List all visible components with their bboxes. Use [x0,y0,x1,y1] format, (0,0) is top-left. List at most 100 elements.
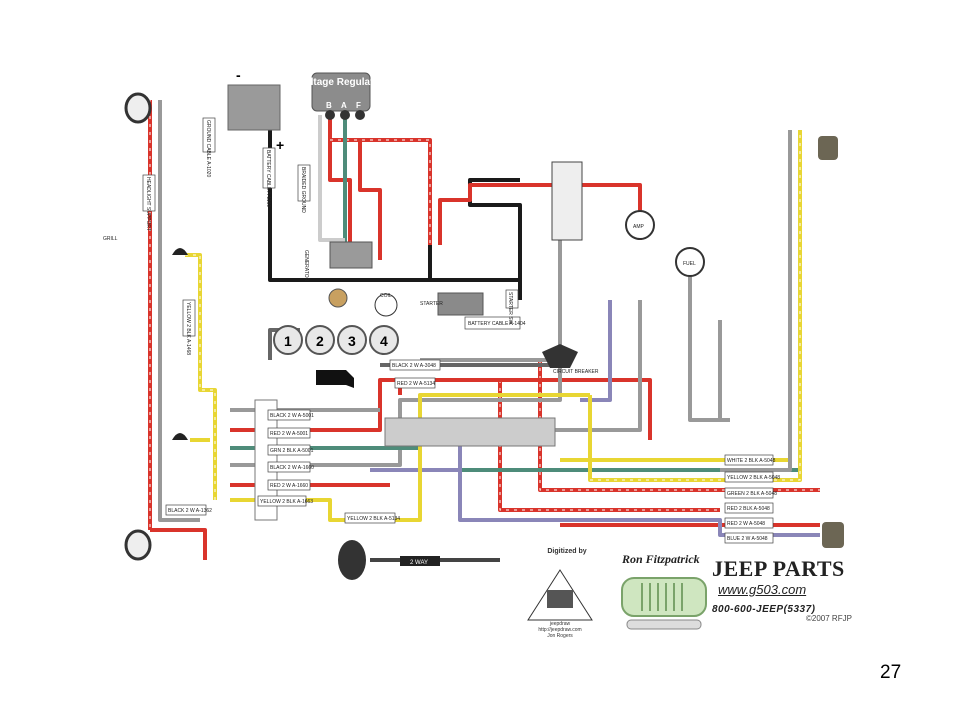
left-headlight-icon [124,92,152,124]
terminal-f: F [356,101,361,110]
battery-minus-label: - [236,67,241,83]
wire-label: GRN 2 BLK A-5001 [267,444,314,456]
wire-label: COIL [380,293,392,299]
distributor-icon [328,288,348,308]
amp-gauge-icon [625,210,655,240]
light-switch [384,417,556,447]
svg-text:BLACK 2 W A-1362: BLACK 2 W A-1362 [168,508,212,514]
svg-text:BRAIDED GROUND: BRAIDED GROUND [300,167,306,213]
svg-text:AMP: AMP [633,224,645,230]
svg-text:STARTER SW: STARTER SW [507,292,513,325]
svg-text:BLACK 2 W A-1660: BLACK 2 W A-1660 [270,465,314,471]
svg-text:GROUND CABLE A-1020: GROUND CABLE A-1020 [205,120,211,177]
wire-label: RED 2 W A-5001 [267,427,311,439]
svg-text:STARTER: STARTER [420,301,443,307]
svg-text:COIL: COIL [380,293,392,299]
battery: - + [227,67,284,153]
lamps: 2 WAY AMP FUEL [124,92,844,580]
cylinder-3: 3 [348,333,356,349]
jeep-grille-logo [621,577,707,630]
wire-label: GROUND CABLE A-1020 [202,117,216,177]
cylinder-2: 2 [316,333,324,349]
svg-text:GRILL: GRILL [103,236,118,242]
wire-label-boxes: BATTERY CABLE A-1404 BLACK 2 W A-3048 RE… [103,117,780,544]
horn-button-icon [316,370,354,388]
wire-label: YELLOW 2 BLK A-5134 [344,512,400,524]
jeepdraw-credit: jeepdraw http://jeepdraw.com Jon Rogers [530,621,590,639]
svg-text:FUEL: FUEL [683,261,696,267]
wire-label: BATTERY CABLE A-1160 [262,147,276,207]
wire-label: RED 2 BLK A-5048 [724,502,774,514]
svg-text:RED 2 W A-5001: RED 2 W A-5001 [270,431,308,437]
wire-label: YELLOW 2 BLK A-1468 [182,299,196,355]
wire-label: WHITE 2 BLK A-5048 [724,454,776,466]
svg-text:RED 2 W A-1660: RED 2 W A-1660 [270,483,308,489]
two-way-label: 2 WAY [410,560,428,566]
wire-gray-right [688,130,792,472]
wire-label: RED 2 W A-5048 [724,517,774,529]
svg-text:GENERATOR: GENERATOR [303,250,309,282]
svg-text:RED 2 BLK A-5048: RED 2 BLK A-5048 [727,506,770,512]
wire-red-left-headlight [148,100,207,560]
copyright-label: ©2007 RFJP [806,614,852,623]
logo-brand: JEEP PARTS [712,556,845,581]
svg-text:BLUE 2 W A-5048: BLUE 2 W A-5048 [727,536,768,542]
horn-icon [338,540,366,580]
digitized-by-label: Digitized by [547,548,587,555]
wire-label: STARTER SW [505,289,519,325]
wire-label: RED 2 W A-5134 [394,377,436,389]
wire-label: CIRCUIT BREAKER [553,369,599,375]
jeepdraw-author: Jon Rogers [547,633,573,639]
wire-label: RED 2 W A-1660 [267,479,311,491]
terminal-b: B [326,101,332,110]
spark-plug-cylinders: 1 2 3 4 [273,288,399,355]
circuit-breaker-icon [542,344,578,368]
generator: GENERATOR [303,241,373,282]
wire-label: BLACK 2 W A-3048 [389,359,441,371]
battery-plus-label: + [276,137,284,153]
wire-label: BRAIDED GROUND [297,164,311,213]
logo-url-link[interactable]: www.g503.com [718,582,807,597]
jeepdraw-logo [527,569,593,621]
voltage-regulator: Voltage Regulator B A F [299,72,384,120]
svg-text:RED 2 W A-5134: RED 2 W A-5134 [397,381,435,387]
svg-text:BATTERY CABLE A-1404: BATTERY CABLE A-1404 [468,321,526,327]
right-tail-lamp-bottom-icon [822,522,844,548]
svg-text:YELLOW 2 BLK A-1468: YELLOW 2 BLK A-1468 [185,302,191,355]
coil-icon [374,293,398,317]
terminal-a: A [341,101,347,110]
svg-text:RED 2 W A-5048: RED 2 W A-5048 [727,521,765,527]
wire-white-ground [318,115,345,242]
svg-text:HEADLIGHT SUPPORT: HEADLIGHT SUPPORT [145,177,151,231]
wires [148,100,820,562]
svg-text:GRN 2 BLK A-5001: GRN 2 BLK A-5001 [270,448,314,454]
wire-label: GREEN 2 BLK A-5048 [724,487,777,499]
wire-label: BATTERY CABLE A-1404 [464,316,526,330]
marker-lamp-icon [172,248,188,255]
wire-black-battery [268,130,522,300]
wire-label: YELLOW 2 BLK A-5048 [724,471,780,483]
wire-label: BLACK 2 W A-1660 [267,461,314,473]
logo-name: Ron Fitzpatrick [622,552,700,566]
svg-text:YELLOW 2 BLK A-5134: YELLOW 2 BLK A-5134 [347,516,400,522]
starter: STARTER [420,292,484,316]
cylinder-1: 1 [284,333,292,349]
svg-text:BATTERY CABLE A-1160: BATTERY CABLE A-1160 [265,150,271,207]
wire-label: BLUE 2 W A-5048 [724,532,774,544]
wire-label: HEADLIGHT SUPPORT [142,174,156,231]
left-headlight-bottom-icon [124,529,152,561]
fuse-box [551,161,583,241]
wire-label: GRILL [103,236,118,242]
page-number: 27 [880,662,902,683]
svg-text:GREEN 2 BLK A-5048: GREEN 2 BLK A-5048 [727,491,777,497]
wire-label: BLACK 2 W A-5001 [267,409,314,421]
jeepdraw-url[interactable]: http://jeepdraw.com [538,627,582,633]
logo-phone: 800-600-JEEP(5337) [712,604,816,615]
svg-text:YELLOW 2 BLK A-1663: YELLOW 2 BLK A-1663 [260,499,313,505]
jeepdraw-name: jeepdraw [549,621,571,627]
regulator-title: Voltage Regulator [299,77,384,88]
wire-gray-left [158,100,200,522]
svg-text:BLACK 2 W A-3048: BLACK 2 W A-3048 [392,363,436,369]
svg-text:WHITE 2 BLK A-5048: WHITE 2 BLK A-5048 [727,458,776,464]
